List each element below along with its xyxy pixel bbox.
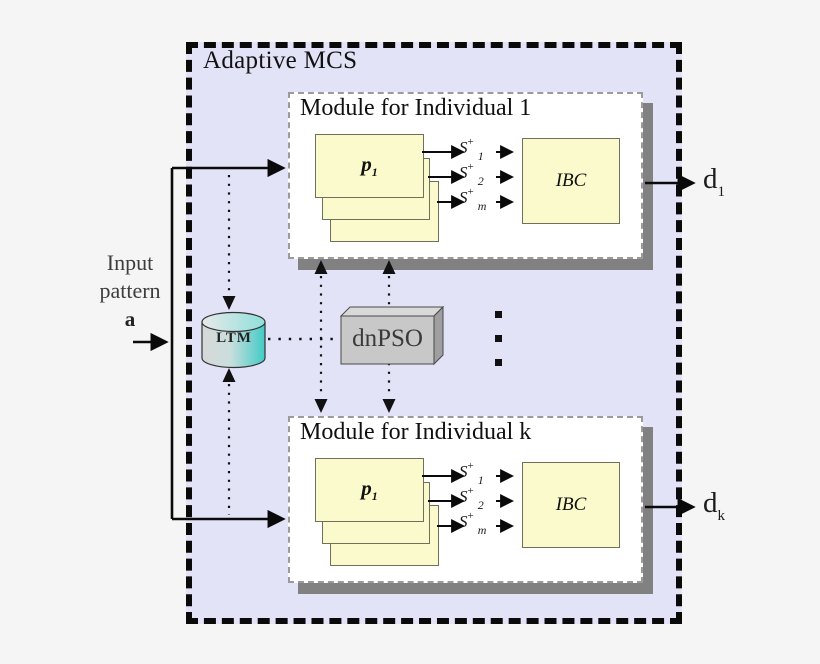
module-1-pool-box-1: p1: [315, 134, 424, 198]
output-symbol: d: [703, 487, 718, 519]
module-k-output-label: dk: [703, 487, 725, 525]
output-subscript: 1: [717, 184, 726, 200]
ltm-label: LTM: [216, 330, 252, 346]
signal-symbol: S: [459, 462, 468, 481]
signal-superscript: +: [467, 485, 474, 497]
module-1-title: Module for Individual 1: [300, 95, 532, 121]
signal-superscript: +: [467, 186, 474, 198]
signal-superscript: +: [467, 136, 474, 148]
input-label-line1: Input: [106, 250, 154, 275]
module-k-ibc-box: IBC: [522, 462, 620, 548]
ltm-cylinder-body: [201, 321, 266, 369]
dnpso-box: [339, 305, 445, 366]
pool-symbol: p: [361, 152, 372, 176]
module-k-pool-box-1: p1: [315, 458, 424, 522]
signal-symbol: S: [459, 188, 468, 207]
signal-superscript: +: [467, 161, 474, 173]
module-1-box: Module for Individual 1 p1 S+1 S+2 S+m I…: [288, 92, 643, 259]
input-label-line2: pattern: [99, 278, 161, 303]
output-subscript: k: [717, 508, 726, 524]
dnpso-front-face: [340, 315, 435, 365]
module-1-ibc-label: IBC: [555, 170, 587, 191]
signal-subscript: 1: [477, 149, 484, 163]
module-1-signal-3: S+m: [459, 186, 486, 214]
module-1-signal-2: S+2: [459, 161, 484, 189]
input-pattern-label: Input pattern a: [88, 249, 172, 333]
module-k-box: Module for Individual k p1 S+1 S+2 S+m I…: [288, 416, 643, 583]
signal-subscript: m: [477, 523, 487, 537]
signal-superscript: +: [467, 510, 474, 522]
pool-symbol: p: [361, 476, 372, 500]
dnpso-label: dnPSO: [352, 325, 423, 352]
adaptive-mcs-title: Adaptive MCS: [203, 47, 358, 74]
module-k-title: Module for Individual k: [300, 419, 532, 445]
signal-subscript: 2: [477, 174, 484, 188]
signal-symbol: S: [459, 487, 468, 506]
module-1-output-label: d1: [703, 163, 725, 201]
pool-subscript: 1: [371, 489, 378, 503]
ltm-cylinder-top: [201, 311, 266, 333]
signal-subscript: 1: [477, 473, 484, 487]
signal-subscript: m: [477, 199, 487, 213]
module-1-signal-1: S+1: [459, 136, 484, 164]
module-k-signal-3: S+m: [459, 510, 486, 538]
pool-subscript: 1: [371, 165, 378, 179]
dnpso-side-face: [433, 305, 444, 366]
module-k-ibc-label: IBC: [555, 494, 587, 515]
signal-symbol: S: [459, 512, 468, 531]
ltm-cylinder: [201, 311, 266, 369]
module-1-ibc-box: IBC: [522, 138, 620, 224]
input-vector-symbol: a: [124, 307, 136, 331]
module-k-signal-1: S+1: [459, 460, 484, 488]
module-1-pool-label: p1: [361, 152, 378, 180]
dnpso-top-face: [339, 306, 445, 317]
signal-symbol: S: [459, 138, 468, 157]
module-k-signal-2: S+2: [459, 485, 484, 513]
output-symbol: d: [703, 163, 718, 195]
signal-subscript: 2: [477, 498, 484, 512]
signal-symbol: S: [459, 163, 468, 182]
module-k-pool-label: p1: [361, 476, 378, 504]
signal-superscript: +: [467, 460, 474, 472]
